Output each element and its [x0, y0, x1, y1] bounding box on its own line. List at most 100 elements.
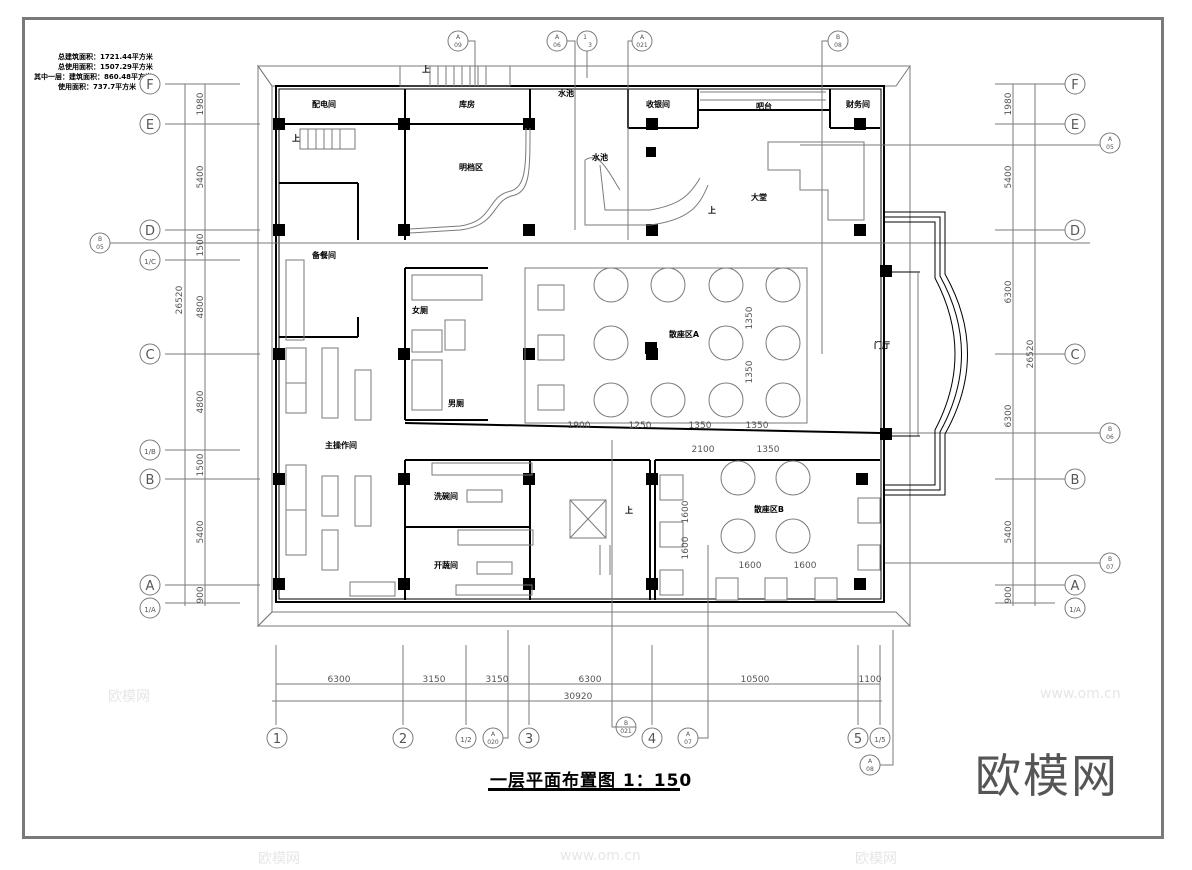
site-outline	[256, 64, 912, 628]
column-axis-bubbles	[266, 727, 891, 749]
svg-text:1500: 1500	[196, 453, 206, 476]
svg-text:5400: 5400	[1004, 520, 1014, 543]
room-label-power: 配电间	[312, 99, 336, 109]
svg-text:1350: 1350	[746, 421, 769, 431]
bottom-dimensions: 6300 3150 3150 6300 10500 1100 30920	[328, 675, 882, 702]
room-label-prep-room: 开蔬间	[434, 560, 458, 570]
axis-label: 1	[273, 732, 281, 747]
axis-label: 1/B	[144, 448, 156, 456]
axis-label: A	[146, 579, 155, 594]
axis-label: A	[1071, 579, 1080, 594]
axis-label: 4	[648, 732, 656, 747]
svg-text:4800: 4800	[196, 390, 206, 413]
room-label-dining-a: 散座区A	[669, 329, 700, 339]
room-label-dish-room: 洗碗间	[434, 491, 458, 501]
axis-label: 1/A	[144, 606, 156, 614]
title-underline	[488, 788, 680, 791]
right-dimension-lines	[1012, 84, 1036, 606]
column-axis-labels: 1 2 1/2 3 4 5 1/5	[273, 732, 886, 747]
dining-a-tables	[537, 267, 801, 418]
room-label-warehouse: 库房	[459, 99, 475, 109]
svg-text:1100: 1100	[859, 675, 882, 685]
room-label-water-pool-top: 水池	[557, 88, 574, 98]
room-label-dining-area: 明档区	[459, 162, 483, 172]
watermark: 欧模网	[108, 689, 150, 705]
svg-text:B: B	[1108, 556, 1112, 563]
axis-label: 2	[399, 732, 407, 747]
axis-label: B	[146, 473, 155, 488]
svg-text:5400: 5400	[196, 165, 206, 188]
kitchen-equipment	[285, 259, 534, 597]
brand-logo: 欧模网	[975, 749, 1119, 803]
drawing-frame	[22, 17, 1164, 839]
axis-label: E	[1071, 118, 1079, 133]
row-axis-bubbles-right	[1064, 73, 1086, 619]
stair-up-label: 上	[292, 133, 300, 143]
svg-text:05: 05	[1106, 144, 1114, 151]
svg-text:A: A	[456, 34, 461, 41]
bar-counter	[700, 91, 865, 221]
svg-text:6300: 6300	[328, 675, 351, 685]
svg-text:1600: 1600	[681, 500, 691, 523]
svg-text:1250: 1250	[629, 421, 652, 431]
svg-text:26520: 26520	[175, 285, 185, 314]
svg-text:1350: 1350	[689, 421, 712, 431]
svg-text:6300: 6300	[1004, 280, 1014, 303]
svg-text:10500: 10500	[741, 675, 770, 685]
room-labels: 配电间 库房 水池 收银间 吧台 财务间 明档区 水池 大堂 备餐间 女厕 男厕…	[292, 64, 890, 570]
svg-text:A: A	[640, 34, 645, 41]
room-label-mens-wc: 男厕	[448, 399, 464, 408]
stair-up-label: 上	[422, 64, 430, 74]
axis-label: 1/5	[874, 736, 885, 744]
structural-columns	[273, 118, 892, 590]
watermark: 欧模网	[258, 851, 300, 867]
svg-text:1350: 1350	[757, 445, 780, 455]
svg-text:B: B	[624, 720, 628, 727]
svg-text:1500: 1500	[196, 233, 206, 256]
svg-text:6300: 6300	[1004, 404, 1014, 427]
svg-text:4800: 4800	[196, 295, 206, 318]
row-axis-labels-left: F E D 1/C C 1/B B A 1/A	[144, 78, 156, 614]
svg-text:1600: 1600	[681, 536, 691, 559]
watermark: 欧模网	[855, 851, 897, 867]
svg-text:30920: 30920	[564, 692, 593, 702]
axis-label: 1/2	[460, 736, 471, 744]
exterior-walls	[275, 85, 885, 603]
axis-label: D	[1070, 224, 1080, 239]
area-note-total-building: 总建筑面积：1721.44平方米	[58, 53, 153, 61]
svg-text:06: 06	[553, 42, 561, 49]
axis-label: C	[1070, 348, 1079, 363]
elevator	[569, 499, 611, 575]
svg-text:07: 07	[1106, 564, 1114, 571]
stair-up-label: 上	[625, 505, 633, 515]
svg-text:B: B	[1108, 426, 1112, 433]
svg-text:020: 020	[487, 739, 499, 746]
axis-label: 1/C	[144, 258, 156, 266]
axis-label: B	[1071, 473, 1080, 488]
svg-text:B: B	[98, 236, 102, 243]
svg-text:6300: 6300	[579, 675, 602, 685]
svg-text:900: 900	[1004, 586, 1014, 603]
axis-label: D	[145, 224, 155, 239]
room-label-cashier: 收银间	[646, 99, 670, 109]
svg-text:05: 05	[96, 244, 104, 251]
svg-text:1350: 1350	[745, 306, 755, 329]
stairs	[299, 65, 511, 150]
room-label-dining-b: 散座区B	[754, 504, 784, 514]
svg-text:B: B	[836, 34, 840, 41]
svg-text:A: A	[868, 758, 873, 765]
svg-text:1350: 1350	[745, 360, 755, 383]
section-marks	[89, 30, 1121, 776]
svg-text:07: 07	[684, 739, 692, 746]
left-dimensions: 1980 5400 1500 4800 4800 1500 5400 900 2…	[175, 92, 206, 603]
axis-label: C	[145, 348, 154, 363]
svg-text:06: 06	[1106, 434, 1114, 441]
svg-text:1900: 1900	[568, 421, 591, 431]
left-dimension-lines	[184, 84, 206, 606]
watermark: www.om.cn	[560, 848, 641, 864]
dining-b-pillars	[856, 473, 868, 485]
svg-text:26520: 26520	[1026, 339, 1036, 368]
